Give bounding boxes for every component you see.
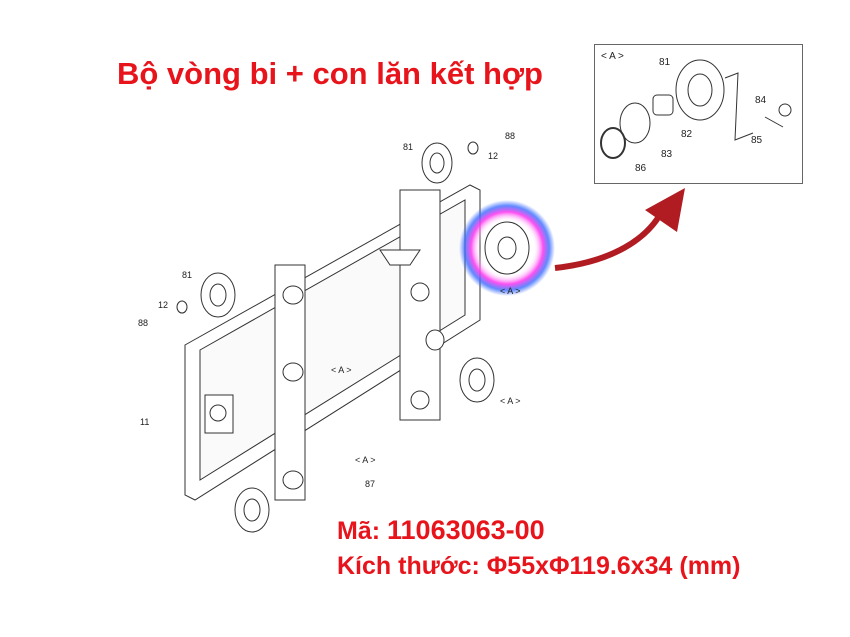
callout-88: 88 (138, 318, 148, 328)
bearing-82 (652, 94, 674, 116)
detail-inset: < A > 81 82 83 84 85 86 (594, 44, 803, 184)
label-85: 85 (751, 135, 763, 146)
callout-88: 88 (505, 131, 515, 141)
callout-11: 11 (140, 417, 149, 427)
pin-85 (764, 116, 784, 128)
part-code: Mã: 11063063-00 (337, 515, 545, 546)
callout-81: 81 (182, 270, 192, 280)
callout-detail-a: < A > (500, 396, 521, 406)
label-82: 82 (681, 129, 693, 140)
plate-83 (619, 102, 651, 144)
label-81: 81 (659, 57, 671, 68)
label-83: 83 (661, 149, 673, 160)
rollers (176, 141, 495, 533)
fork-carriage-frame (184, 184, 481, 501)
highlighted-roller (484, 221, 530, 275)
callout-12: 12 (158, 300, 168, 310)
snap-ring-86 (600, 127, 626, 159)
arrow-head-icon (645, 188, 685, 232)
size-label: Kích thước: (337, 552, 480, 580)
part-size: Kích thước: Φ55xΦ119.6x34 (mm) (337, 552, 740, 581)
callout-12: 12 (488, 151, 498, 161)
part-code-value: 11063063-00 (387, 515, 545, 545)
size-value: Φ55xΦ119.6x34 (mm) (486, 552, 741, 580)
label-86: 86 (635, 163, 647, 174)
inset-title: < A > (601, 51, 624, 62)
detail-inset-drawing: < A > 81 82 83 84 85 86 (600, 51, 792, 174)
callout-detail-a: < A > (355, 455, 376, 465)
callout-detail-a: < A > (500, 286, 521, 296)
callout-detail-a: < A > (331, 365, 352, 375)
callout-81: 81 (403, 142, 413, 152)
diagram-callouts: 88 12 81 81 12 88 11 87 < A > < A > < A … (138, 131, 521, 489)
part-code-label: Mã: (337, 517, 381, 545)
product-title: Bộ vòng bi + con lăn kết hợp (117, 56, 543, 91)
pointer-arrow (554, 203, 668, 271)
callout-87: 87 (365, 479, 375, 489)
label-84: 84 (755, 95, 767, 106)
nut-84 (778, 103, 792, 117)
